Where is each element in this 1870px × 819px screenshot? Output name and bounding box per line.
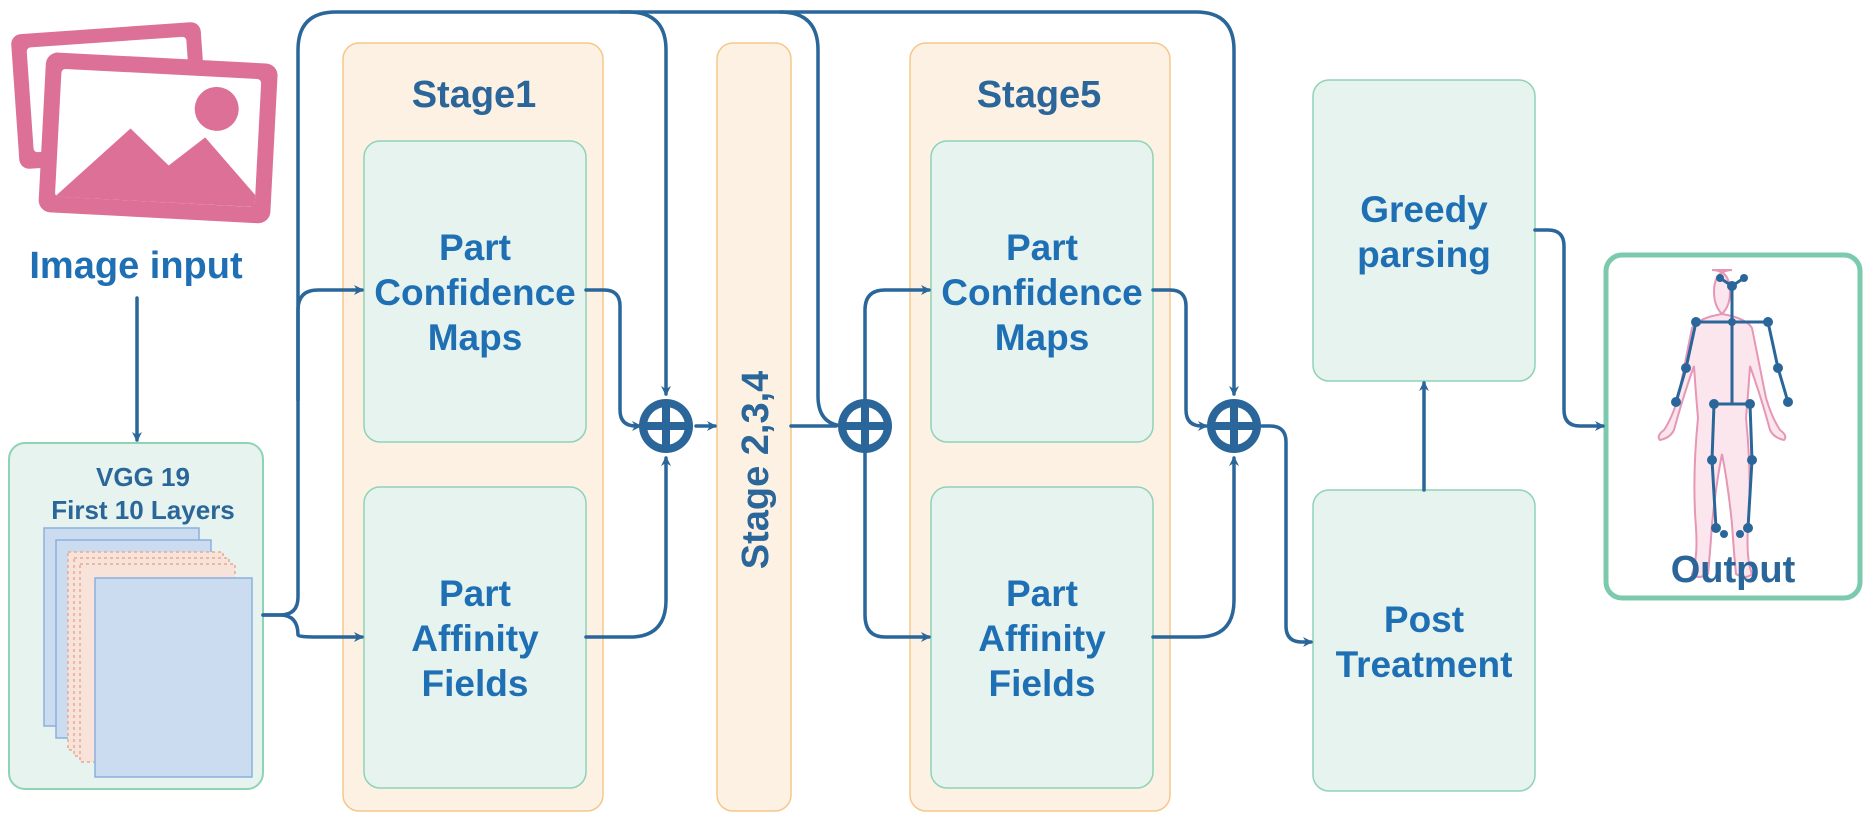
output-label: Output [1671,549,1796,591]
stage5-paf-label: Part Affinity Fields [978,573,1106,704]
arrow-paf5-to-concat3 [1151,456,1239,639]
stage5-pcm-line: Part [1006,227,1078,268]
arrow-concat3-to-post [1260,424,1313,647]
vgg-subtitle: First 10 Layers [51,495,235,525]
post-line: Treatment [1336,644,1513,685]
human-skeleton-icon [1657,269,1793,578]
arrow-vgg-skip-to-concat3 [778,10,1239,396]
greedy-parsing-block [1312,79,1536,382]
arrow-greedy-to-output [1533,228,1605,431]
arrow-concat2-to-paf5 [863,424,931,642]
stage1-pcm-line: Part [439,227,511,268]
stage1-paf-line: Fields [422,663,529,704]
arrow-pcm1-to-concat1 [584,288,642,431]
arrow-concat2-to-pcm5 [863,285,931,428]
post-treatment-block [1312,489,1536,792]
concat-node-1 [639,399,693,453]
arrow-vgg-to-paf1 [261,613,364,642]
greedy-line: parsing [1357,234,1491,275]
feature-maps-icon [43,527,253,778]
vgg-title: VGG 19 [96,462,190,492]
stage5-pcm-line: Maps [995,317,1090,358]
arrow-paf1-to-concat1 [584,456,671,639]
stage1-pcm-line: Confidence [374,272,575,313]
concat-node-3 [1207,399,1261,453]
stage5-title: Stage5 [977,74,1102,116]
arrow-vgg-skip-to-concat1 [296,10,671,402]
stage5-pcm-label: Part Confidence Maps [941,227,1142,358]
arrow-vgg-to-pcm1 [261,285,364,617]
arrow-pcm5-to-concat3 [1151,288,1208,431]
image-icon [11,22,278,224]
stage1-paf-label: Part Affinity Fields [411,573,539,704]
stage5-paf-line: Affinity [978,618,1106,659]
stage5-paf-line: Fields [989,663,1096,704]
post-treatment-label: Post Treatment [1336,599,1513,685]
stage1-pcm-label: Part Confidence Maps [374,227,575,358]
concat-node-2 [838,399,892,453]
stage5-paf-line: Part [1006,573,1078,614]
stage5-pcm-line: Confidence [941,272,1142,313]
stage1-paf-line: Affinity [411,618,539,659]
stage1-paf-line: Part [439,573,511,614]
stage1-title: Stage1 [412,74,537,116]
image-input-label: Image input [29,245,243,287]
post-line: Post [1384,599,1464,640]
greedy-line: Greedy [1360,189,1488,230]
greedy-parsing-label: Greedy parsing [1357,189,1491,275]
stage234-title: Stage 2,3,4 [735,371,777,570]
stage1-pcm-line: Maps [428,317,523,358]
